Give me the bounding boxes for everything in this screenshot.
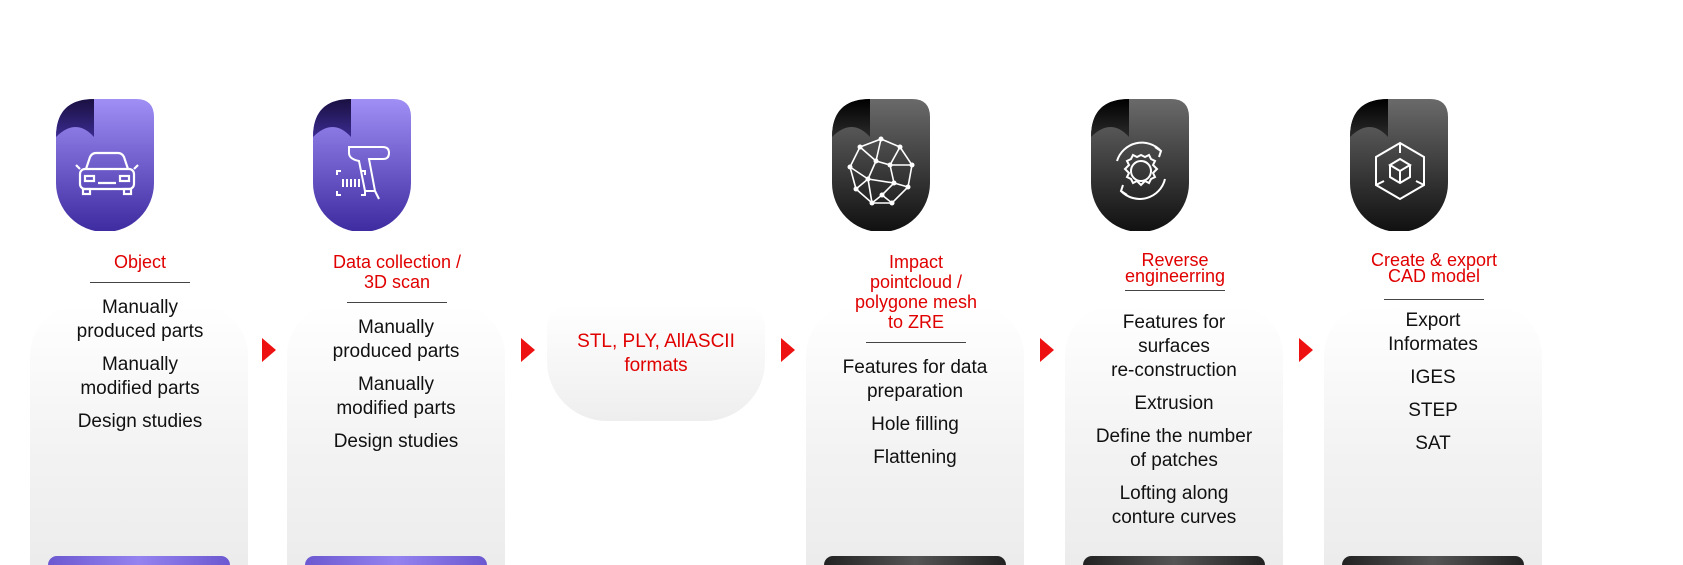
arrow-right-icon: [262, 338, 276, 362]
arrow-right-icon: [781, 338, 795, 362]
step-card-data-collection: [287, 305, 505, 565]
list-item: Hole filling: [871, 414, 959, 435]
list-item: Lofting along conture curves: [1111, 483, 1237, 528]
step-card-object: [30, 305, 248, 565]
list-item: Features for surfaces re-construction: [1111, 312, 1237, 381]
step-badge-cad-export: [1350, 99, 1448, 231]
title-divider: [1384, 299, 1484, 300]
step-card-cad-export: [1324, 305, 1542, 565]
list-item: Manually produced parts: [76, 297, 204, 342]
cube-hexagon-icon: [1375, 141, 1425, 201]
gear-cycle-icon: [1116, 141, 1166, 200]
list-item: Manually produced parts: [332, 317, 460, 362]
format-box: [547, 305, 765, 421]
step-title-data-collection: Data collection /3D scan: [332, 252, 462, 292]
list-item: Features for data preparation: [842, 357, 988, 402]
card-bottom-bar: [305, 556, 487, 565]
step-badge-object: [56, 99, 154, 231]
list-item: Manually modified parts: [80, 354, 200, 399]
scanner-icon: [336, 146, 391, 200]
step-title-object: Object: [113, 252, 167, 272]
list-item: Design studies: [77, 411, 203, 432]
list-item: Manually modified parts: [336, 374, 456, 419]
step-items-reverse-engineering: Features for surfaces re-construction Ex…: [1064, 311, 1284, 539]
card-bottom-bar: [48, 556, 230, 565]
list-item: IGES: [1410, 367, 1456, 388]
step-items-cad-export: Export Informates IGES STEP SAT: [1323, 309, 1543, 465]
car-icon: [75, 151, 139, 196]
step-items-pointcloud: Features for data preparation Hole filli…: [805, 356, 1025, 479]
step-badge-data-collection: [313, 99, 411, 231]
title-divider: [866, 342, 966, 343]
step-card-pointcloud: [806, 305, 1024, 565]
list-item: Flattening: [873, 447, 957, 468]
arrow-right-icon: [1299, 338, 1313, 362]
title-divider: [1125, 290, 1225, 291]
list-item: Export Informates: [1388, 310, 1478, 355]
step-card-reverse-engineering: [1065, 305, 1283, 565]
title-divider: [347, 302, 447, 303]
list-item: Define the number of patches: [1095, 426, 1253, 471]
list-item: Design studies: [333, 431, 459, 452]
arrow-right-icon: [521, 338, 535, 362]
card-bottom-bar: [1342, 556, 1524, 565]
list-item: STEP: [1408, 400, 1458, 421]
list-item: SAT: [1415, 433, 1451, 454]
list-item: Extrusion: [1134, 393, 1214, 414]
step-badge-reverse-engineering: [1091, 99, 1189, 231]
step-items-object: Manually produced parts Manually modifie…: [30, 296, 250, 443]
step-badge-pointcloud: [832, 99, 930, 231]
card-bottom-bar: [824, 556, 1006, 565]
title-divider: [90, 282, 190, 283]
arrow-right-icon: [1040, 338, 1054, 362]
step-items-data-collection: Manually produced parts Manually modifie…: [286, 316, 506, 463]
card-bottom-bar: [1083, 556, 1265, 565]
